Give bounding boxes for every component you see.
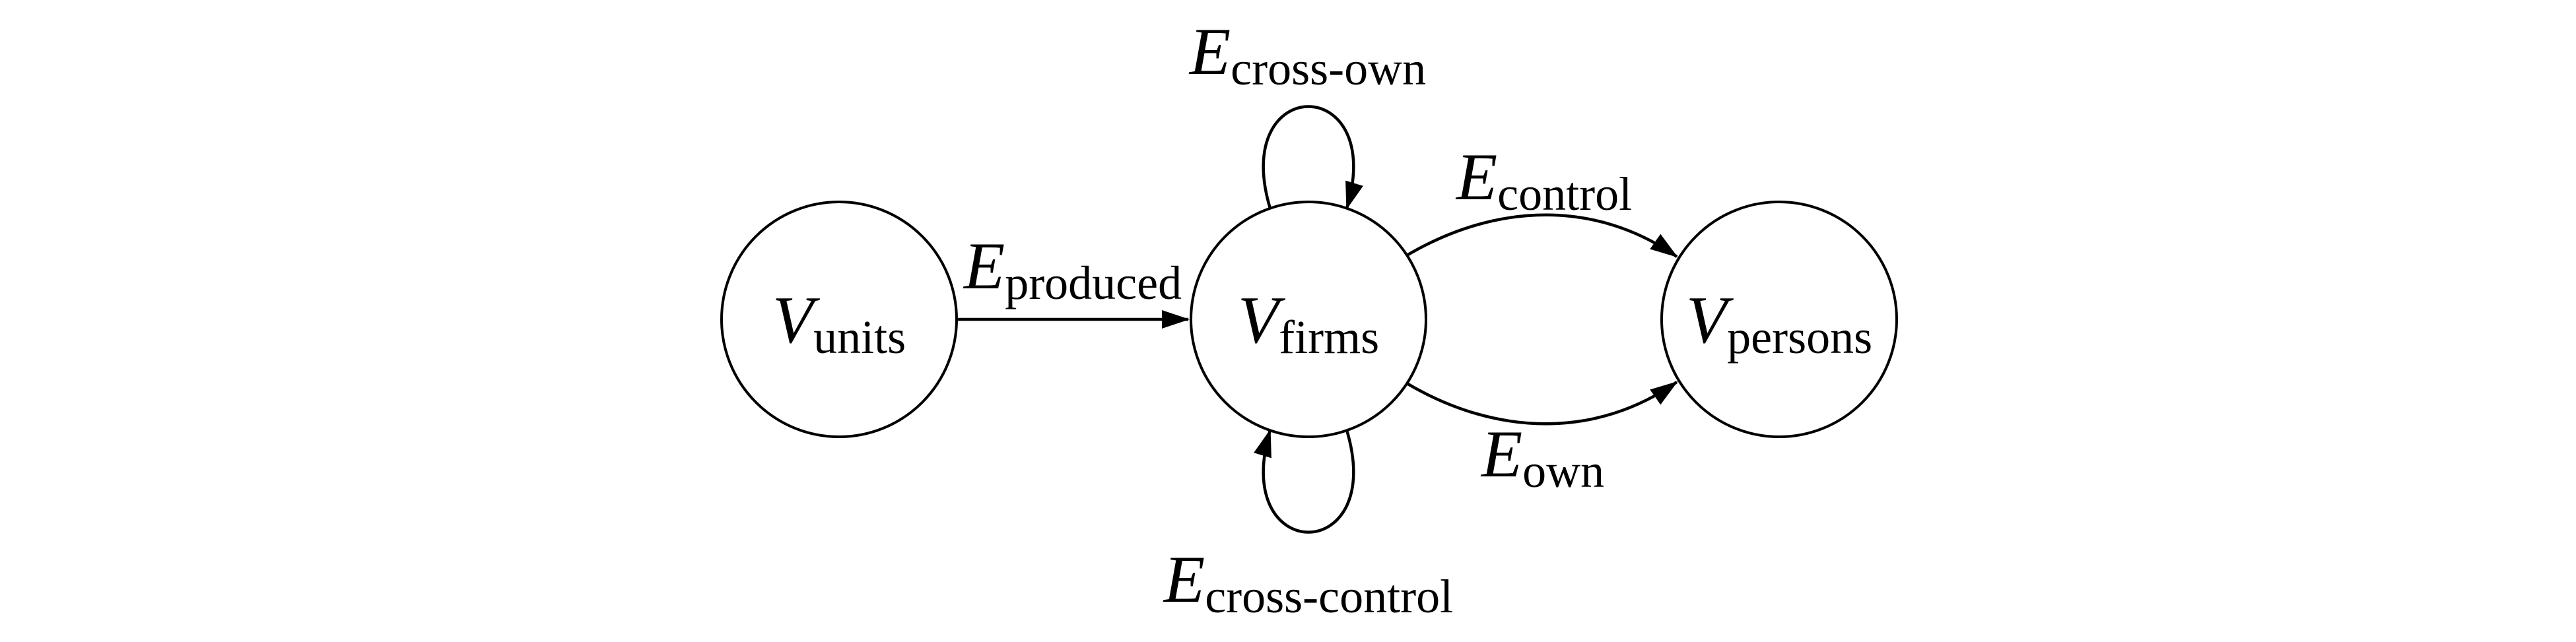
edge-cross-own-label: Ecross-own xyxy=(1188,15,1426,95)
edge-own-subscript: own xyxy=(1522,445,1604,498)
edge-own-symbol: E xyxy=(1480,417,1522,492)
edge-cross-own-subscript: cross-own xyxy=(1231,42,1426,95)
edge-control-subscript: control xyxy=(1497,168,1632,220)
edge-cross-control-symbol: E xyxy=(1163,542,1205,617)
node-firms-symbol: V xyxy=(1238,283,1286,358)
node-persons-circle xyxy=(1660,201,1898,438)
edge-cross-own-self-loop xyxy=(1262,105,1363,210)
node-firms-label: Vfirms xyxy=(1238,283,1379,364)
edge-cross-control-self-loop xyxy=(1254,429,1355,534)
edge-own-arrow xyxy=(1406,381,1678,426)
node-persons-subscript: persons xyxy=(1727,311,1872,364)
edge-produced-symbol: E xyxy=(963,229,1005,304)
node-persons-symbol: V xyxy=(1686,283,1734,358)
node-units-symbol: V xyxy=(772,283,821,358)
node-persons-label: Vpersons xyxy=(1686,283,1872,364)
edge-produced-subscript: produced xyxy=(1005,257,1182,309)
node-units-label: Vunits xyxy=(772,283,906,364)
node-units-subscript: units xyxy=(813,311,906,364)
edge-own-label: Eown xyxy=(1480,417,1604,498)
node-firms-circle xyxy=(1190,201,1427,438)
edge-control-symbol: E xyxy=(1455,140,1497,214)
edge-cross-own-symbol: E xyxy=(1188,15,1231,89)
edge-control-arrow xyxy=(1406,213,1678,258)
edge-control-label: Econtrol xyxy=(1455,140,1632,220)
edge-cross-control-label: Ecross-control xyxy=(1163,542,1453,623)
edge-produced-label: Eproduced xyxy=(963,229,1182,309)
node-firms-subscript: firms xyxy=(1279,311,1379,364)
edge-cross-control-subscript: cross-control xyxy=(1205,570,1453,623)
